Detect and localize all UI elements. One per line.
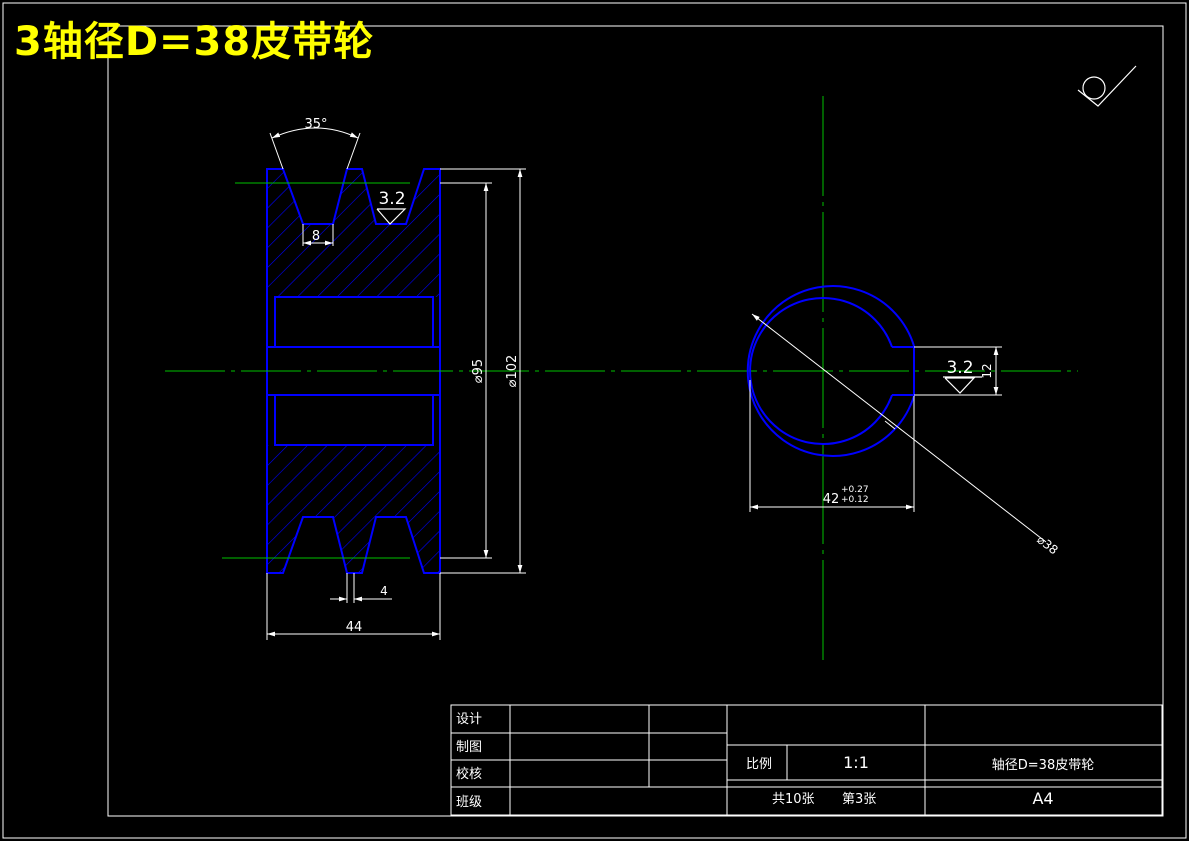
title-block-scale-label: 比例	[746, 757, 772, 772]
keyway-width-label: 12	[980, 363, 994, 378]
groove-angle-label: 35°	[304, 117, 327, 132]
section-outline-upper	[266, 168, 441, 297]
keyway-roughness-label: 3.2	[946, 358, 973, 378]
bore-outer-circle	[746, 285, 915, 457]
title-block-sheet-number: 第3张	[842, 792, 876, 807]
title-block-class-label: 班级	[456, 795, 482, 810]
section-view: 35° 8 3.2 ⌀95 ⌀102	[165, 117, 1078, 640]
title-block-part-name: 轴径D=38皮带轮	[992, 758, 1094, 773]
section-hatch-upper	[267, 169, 440, 297]
title-block	[450, 704, 1163, 816]
roughness-keyway-icon	[943, 376, 982, 394]
title-block-scale-value: 1:1	[843, 753, 869, 772]
bore-lower	[274, 394, 434, 446]
bore-inner-circle	[749, 297, 893, 445]
title-block-sheet-total: 共10张	[772, 792, 815, 807]
title-block-check-label: 校核	[456, 766, 482, 782]
drawing-title: 3轴径D=38皮带轮	[14, 19, 375, 65]
keyway-tol-lower-label: +0.12	[841, 495, 869, 505]
title-block-drawing-label: 制图	[456, 740, 482, 755]
inner-diameter-label: ⌀95	[471, 359, 486, 383]
outer-diameter-label: ⌀102	[505, 355, 520, 388]
hub-width-label: 44	[346, 620, 363, 635]
section-hatch-lower	[267, 445, 440, 573]
end-view: ⌀38 42 +0.27 +0.12 12 3.2	[746, 96, 1061, 665]
title-block-design-label: 设计	[456, 712, 482, 727]
roughness-general-icon	[1077, 65, 1137, 107]
groove-edge-gap-label: 4	[380, 584, 388, 598]
keyway-tol-upper-label: +0.27	[841, 485, 869, 495]
roughness-section-icon	[376, 208, 407, 225]
groove-bottom-width-label: 8	[312, 229, 320, 244]
keyway-depth-label: 42	[823, 492, 840, 507]
title-block-paper-size: A4	[1032, 789, 1053, 808]
inner-frame	[107, 25, 1164, 817]
bore-upper	[274, 296, 434, 348]
section-roughness-label: 3.2	[378, 189, 405, 209]
